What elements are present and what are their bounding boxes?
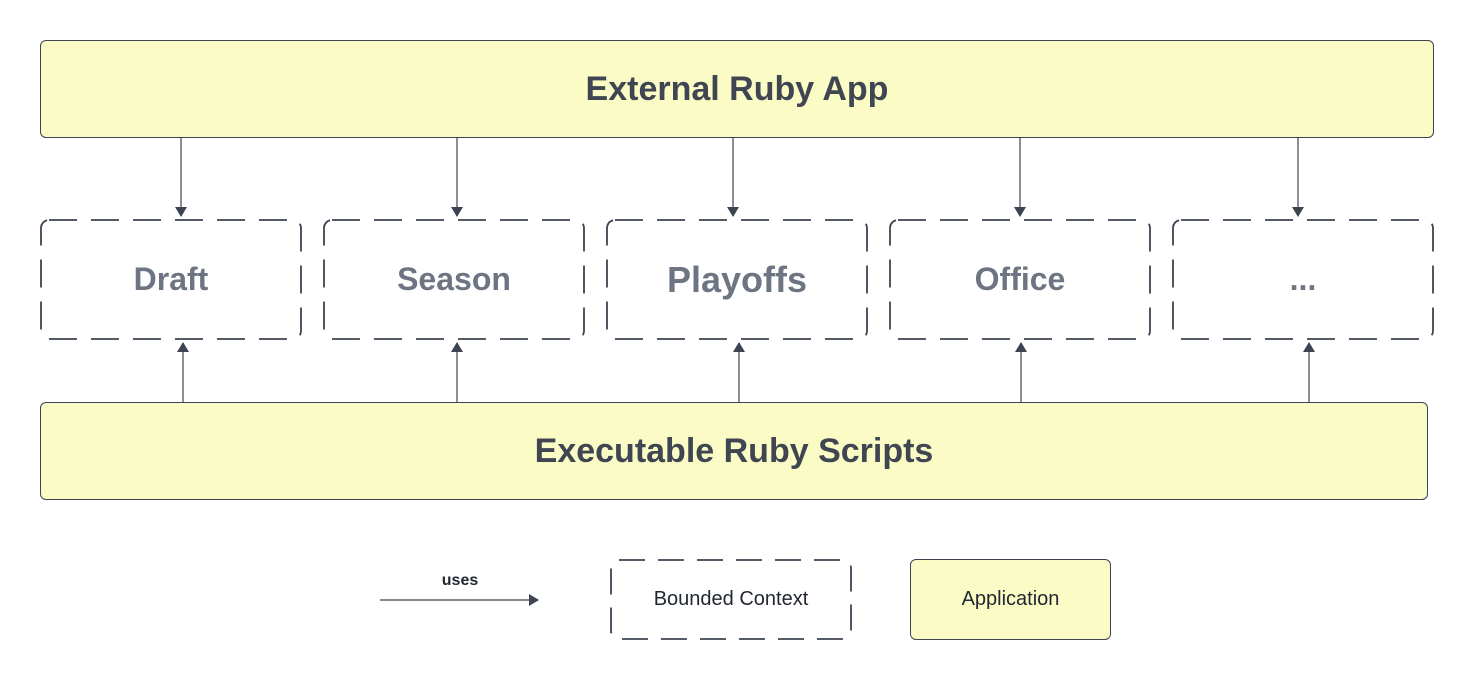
legend-application: Application (910, 559, 1111, 640)
dashed-border (889, 219, 1151, 340)
bounded-context-playoffs[interactable]: Playoffs (606, 219, 868, 340)
bounded-context-draft[interactable]: Draft (40, 219, 302, 340)
executable-ruby-scripts-box[interactable]: Executable Ruby Scripts (40, 402, 1428, 500)
bounded-context-season-label: Season (397, 261, 511, 297)
dashed-border (323, 219, 585, 340)
bounded-context-draft-label: Draft (133, 261, 209, 297)
legend-bounded-context: Bounded Context (610, 559, 852, 640)
dashed-border (606, 219, 868, 340)
dashed-border (1172, 219, 1434, 340)
bounded-context-season[interactable]: Season (323, 219, 585, 340)
top-arrows (175, 138, 1304, 217)
legend-uses-label: uses (441, 572, 479, 589)
external-ruby-app-label: External Ruby App (585, 69, 889, 108)
executable-ruby-scripts-label: Executable Ruby Scripts (534, 431, 934, 470)
bounded-context-office-label: Office (974, 261, 1066, 297)
external-ruby-app-box[interactable]: External Ruby App (40, 40, 1434, 138)
bottom-arrows (177, 342, 1315, 402)
legend-bounded-context-label: Bounded Context (653, 588, 809, 610)
dashed-border (40, 219, 302, 340)
bounded-context-office[interactable]: Office (889, 219, 1151, 340)
bounded-context-ellipsis-label: ... (1289, 261, 1317, 297)
bounded-context-ellipsis[interactable]: ... (1172, 219, 1434, 340)
legend-application-label: Application (961, 588, 1060, 610)
bounded-context-playoffs-label: Playoffs (666, 258, 808, 300)
